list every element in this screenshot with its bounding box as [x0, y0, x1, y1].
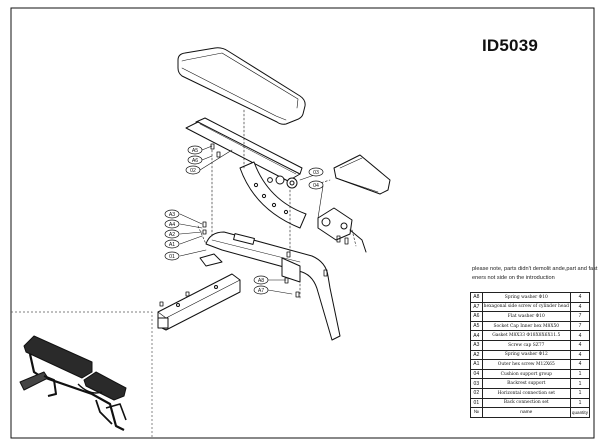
part-code: A5 [470, 320, 483, 332]
part-code: A2 [470, 349, 483, 361]
callout-label: A1 [169, 242, 175, 248]
callout-03: 03 [308, 167, 324, 177]
callout-label: A2 [169, 232, 175, 238]
part-code: 01 [470, 397, 483, 409]
assembly-note: please note, parts didn't demolit ande,p… [472, 266, 598, 281]
part-code: A1 [470, 359, 483, 370]
part-code: A3 [470, 339, 483, 351]
part-name: hexagonal side screw of cylinder head [481, 301, 571, 313]
part-quantity: 4 [569, 339, 591, 351]
part-code: A4 [470, 330, 483, 341]
part-quantity: 4 [569, 349, 591, 361]
part-code: A8 [470, 292, 483, 303]
callout-a5: A5 [187, 145, 203, 155]
exploded-view [157, 47, 391, 341]
header-quantity: quantity [569, 407, 591, 418]
callout-label: A7 [258, 288, 264, 294]
part-quantity: 4 [569, 359, 591, 370]
callout-02: 02 [185, 165, 201, 175]
part-name: Backrest support [481, 378, 571, 389]
pivot-bracket [317, 207, 367, 253]
callout-label: A8 [258, 278, 264, 284]
callout-a8: A8 [253, 275, 269, 285]
seat-pad [177, 47, 306, 125]
callout-bubbles: A5 A6 02 03 04 A3 A4 A2 A1 01 A8 A7 [164, 145, 324, 295]
callout-01: 01 [164, 251, 180, 261]
part-code: A6 [470, 311, 483, 322]
header-name: name [481, 407, 571, 418]
part-quantity: 1 [569, 397, 591, 409]
part-quantity: 4 [569, 301, 591, 313]
part-name: Horizontal connection set [481, 387, 571, 399]
seat-frame [185, 117, 303, 189]
part-quantity: 1 [569, 387, 591, 399]
part-name: Gasket M8X33 Φ18X8X6X11.5 [481, 330, 571, 341]
part-quantity: 1 [569, 378, 591, 389]
callout-a2: A2 [164, 229, 180, 239]
base-tube [157, 273, 241, 331]
callout-a1: A1 [164, 239, 180, 249]
part-name: Outer hex screw M12X65 [481, 359, 571, 370]
callout-label: A3 [169, 212, 175, 218]
callout-a6: A6 [187, 155, 203, 165]
part-quantity: 4 [569, 330, 591, 341]
callout-a3: A3 [164, 209, 180, 219]
part-quantity: 4 [569, 292, 591, 303]
back-pad [333, 154, 391, 195]
callout-label: A6 [192, 158, 198, 164]
callout-label: 01 [169, 254, 175, 260]
callout-label: 04 [313, 183, 319, 189]
callout-a7: A7 [253, 285, 269, 295]
callout-04: 04 [308, 180, 324, 190]
part-quantity: 1 [569, 368, 591, 380]
model-number: ID5039 [482, 36, 539, 55]
part-quantity: 7 [569, 320, 591, 332]
part-name: Screw cap SZ77 [481, 339, 571, 351]
part-code: 02 [470, 387, 483, 399]
assembled-preview [19, 335, 127, 431]
part-quantity: 7 [569, 311, 591, 322]
callout-label: A5 [192, 148, 198, 154]
part-name: Socket Cap Inner hex M8X50 [481, 320, 571, 332]
inset-preview-frame [11, 311, 153, 438]
part-code: A7 [470, 301, 483, 313]
callout-a4: A4 [164, 219, 180, 229]
part-name: Cushion support group [481, 368, 571, 380]
part-code: 03 [470, 378, 483, 389]
part-name: Spring washer Φ10 [481, 292, 571, 303]
callout-label: A4 [169, 222, 175, 228]
callout-label: 02 [190, 168, 196, 174]
sheet-border [10, 7, 595, 439]
part-code: 04 [470, 368, 483, 380]
adjustment-ladder [239, 161, 307, 229]
callout-label: 03 [313, 170, 319, 176]
assembly-guides [197, 109, 357, 301]
part-name: Back connection set [481, 397, 571, 409]
header-number: № [470, 407, 483, 418]
part-name: Spring washer Φ12 [481, 349, 571, 361]
part-name: Flat washer Φ10 [481, 311, 571, 322]
